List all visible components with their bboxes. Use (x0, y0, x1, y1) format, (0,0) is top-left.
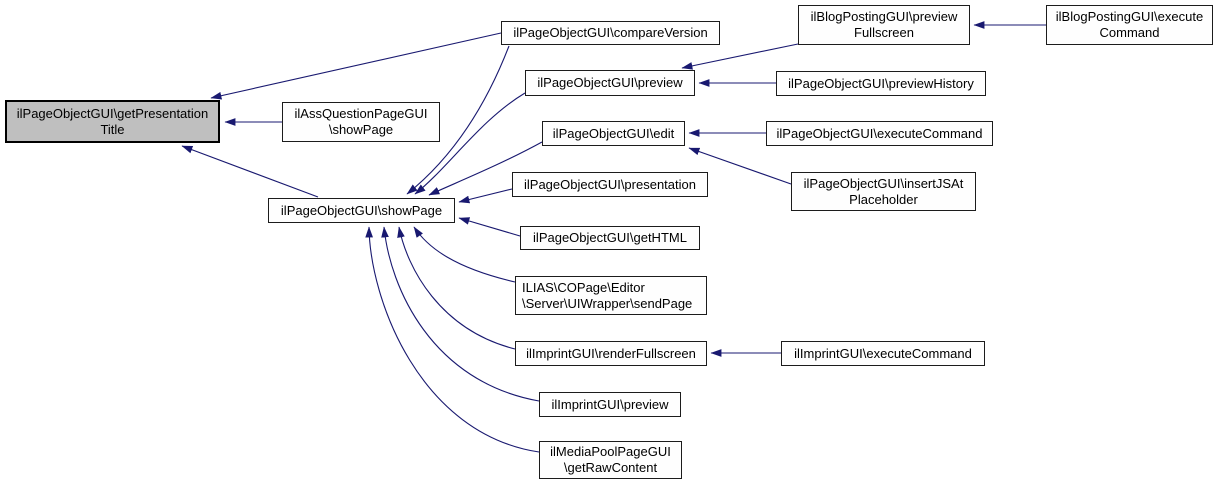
node-show-page[interactable]: ilPageObjectGUI\showPage (268, 198, 455, 223)
node-preview-fullscreen[interactable]: ilBlogPostingGUI\preview Fullscreen (798, 5, 970, 45)
edge-show-page-to-get-presentation-title (181, 145, 319, 198)
node-label: ilPageObjectGUI\executeCommand (776, 125, 983, 141)
node-label: ILIAS\COPage\Editor \Server\UIWrapper\se… (522, 279, 693, 311)
node-get-html[interactable]: ilPageObjectGUI\getHTML (520, 226, 700, 250)
node-send-page[interactable]: ILIAS\COPage\Editor \Server\UIWrapper\se… (515, 276, 707, 315)
node-label: ilPageObjectGUI\preview (537, 75, 683, 90)
edge-imprint-preview-to-show-page (381, 226, 540, 402)
node-presentation[interactable]: ilPageObjectGUI\presentation (512, 172, 708, 197)
edge-preview-to-show-page (414, 92, 526, 195)
node-imprint-preview[interactable]: ilImprintGUI\preview (539, 392, 681, 417)
node-label: ilPageObjectGUI\getHTML (533, 230, 687, 245)
node-label: ilPageObjectGUI\showPage (280, 202, 443, 218)
node-label: ilAssQuestionPageGUI \showPage (294, 106, 428, 137)
node-imprint-execute-command[interactable]: ilImprintGUI\executeCommand (781, 341, 985, 366)
node-label: ilBlogPostingGUI\execute Command (1055, 9, 1204, 40)
edge-compare-version-to-show-page (406, 45, 510, 195)
node-blog-execute-command[interactable]: ilBlogPostingGUI\execute Command (1046, 5, 1213, 45)
node-compare-version[interactable]: ilPageObjectGUI\compareVersion (501, 21, 720, 45)
node-edit[interactable]: ilPageObjectGUI\edit (542, 121, 685, 146)
node-label: ilMediaPoolPageGUI \getRawContent (550, 444, 671, 475)
edge-get-raw-content-to-show-page (365, 226, 540, 453)
node-get-presentation-title[interactable]: ilPageObjectGUI\getPresentation Title (5, 100, 220, 143)
edge-presentation-to-show-page (458, 188, 513, 204)
node-label: ilBlogPostingGUI\preview Fullscreen (810, 9, 958, 40)
edge-render-fullscreen-to-show-page (397, 226, 516, 350)
node-preview-history[interactable]: ilPageObjectGUI\previewHistory (776, 71, 986, 96)
edge-send-page-to-show-page (413, 226, 516, 283)
node-label: ilImprintGUI\executeCommand (794, 345, 972, 361)
edge-get-html-to-show-page (458, 217, 521, 237)
node-label: ilPageObjectGUI\compareVersion (513, 25, 708, 40)
edge-edit-to-show-page (428, 141, 543, 196)
node-label: ilImprintGUI\preview (551, 396, 669, 412)
node-label: ilImprintGUI\renderFullscreen (526, 345, 696, 361)
node-label: ilPageObjectGUI\presentation (524, 176, 696, 192)
edge-preview-fullscreen-to-preview (681, 43, 799, 70)
node-render-fullscreen[interactable]: ilImprintGUI\renderFullscreen (515, 341, 707, 366)
edge-insert-js-at-placeholder-to-edit (688, 147, 792, 185)
node-execute-command[interactable]: ilPageObjectGUI\executeCommand (766, 121, 993, 146)
node-ass-question-show-page[interactable]: ilAssQuestionPageGUI \showPage (282, 102, 440, 142)
node-label: ilPageObjectGUI\insertJSAt Placeholder (803, 175, 964, 207)
node-get-raw-content[interactable]: ilMediaPoolPageGUI \getRawContent (539, 441, 682, 479)
node-label: ilPageObjectGUI\getPresentation Title (16, 105, 209, 137)
node-label: ilPageObjectGUI\previewHistory (788, 75, 974, 91)
node-label: ilPageObjectGUI\edit (552, 125, 675, 141)
edge-compare-version-to-get-presentation-title (210, 32, 502, 100)
node-preview[interactable]: ilPageObjectGUI\preview (525, 70, 695, 96)
node-insert-js-at-placeholder[interactable]: ilPageObjectGUI\insertJSAt Placeholder (791, 172, 976, 211)
